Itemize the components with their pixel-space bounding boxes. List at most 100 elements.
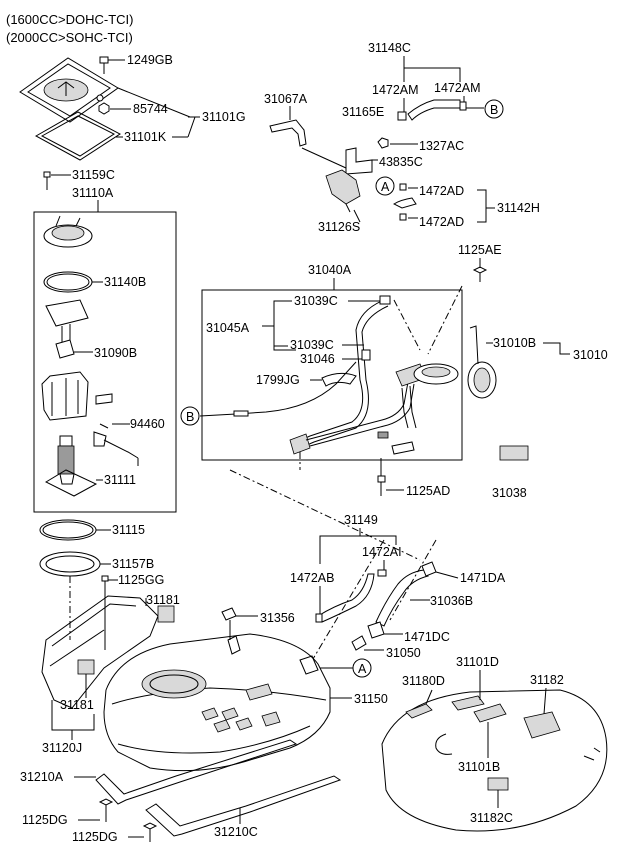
label-1472AM-a: 1472AM <box>372 83 419 97</box>
callout-B-top <box>484 99 504 119</box>
label-1125GG: 1125GG <box>118 573 164 587</box>
bolt-1125DG-a-part <box>98 798 114 822</box>
label-1125AD: 1125AD <box>406 484 450 498</box>
bolt-1125DG-b-part <box>142 822 158 842</box>
bolt-31159C-part <box>43 171 51 190</box>
label-1125AE: 1125AE <box>458 243 502 257</box>
part-31038 <box>499 445 529 461</box>
clip-31356-part <box>221 607 237 640</box>
cover-plate-part <box>19 57 119 123</box>
label-1799JG: 1799JG <box>256 373 300 387</box>
reservoir-part <box>41 371 89 421</box>
label-31067A: 31067A <box>264 92 308 106</box>
label-31182: 31182 <box>530 673 564 687</box>
callout-B-mid <box>180 406 200 426</box>
tank-31150-part <box>103 633 331 772</box>
label-31180D: 31180D <box>402 674 445 688</box>
label-1472AB: 1472AB <box>290 571 334 585</box>
label-1472AM-b: 1472AM <box>434 81 481 95</box>
filter-part <box>45 299 89 342</box>
hose-31036B-part <box>375 569 429 627</box>
label-31038: 31038 <box>492 486 527 500</box>
label-94460: 94460 <box>130 417 165 431</box>
nut-85744-part <box>98 102 110 115</box>
label-31159C: 31159C <box>72 168 115 182</box>
label-31120J: 31120J <box>42 741 82 755</box>
label-31210C: 31210C <box>214 825 258 839</box>
label-31090B: 31090B <box>94 346 137 360</box>
sender-94460-part <box>93 393 139 466</box>
heat-shield-31120J-part <box>41 595 175 709</box>
label-31356: 31356 <box>260 611 295 625</box>
label-31110A: 31110A <box>72 186 114 200</box>
oring-31140B-part <box>43 271 93 293</box>
label-31126S: 31126S <box>318 220 360 234</box>
regulator-31090B-part <box>55 339 75 359</box>
label-31045A: 31045A <box>206 321 250 335</box>
label-31101K: 31101K <box>124 130 167 144</box>
label-1327AC: 1327AC <box>419 139 464 153</box>
header-line-2: (2000CC>SOHC-TCI) <box>6 30 133 45</box>
label-31210A: 31210A <box>20 770 64 784</box>
vent-line-part <box>199 361 357 417</box>
label-31101D: 31101D <box>456 655 499 669</box>
label-1472AD-b: 1472AD <box>419 215 464 229</box>
connector-31050-part <box>351 635 367 651</box>
label-31165E: 31165E <box>342 105 384 119</box>
vent-pipe-31067A-part <box>269 119 347 169</box>
clip-1327AC-part <box>377 137 389 149</box>
bracket-43835C-part <box>345 147 373 175</box>
label-1471DC: 1471DC <box>404 630 450 644</box>
header-line-1: (1600CC>DOHC-TCI) <box>6 12 134 27</box>
strap-31210C-part <box>145 775 342 837</box>
callout-B-mid-label: B <box>186 410 194 424</box>
label-43835C: 43835C <box>379 155 423 169</box>
label-1125DG-b: 1125DG <box>72 830 118 844</box>
pump-31111-part <box>44 435 98 497</box>
hose-31148C-part <box>397 99 467 121</box>
label-31039C-b: 31039C <box>290 338 334 352</box>
label-31149: 31149 <box>344 513 378 527</box>
strap-31210A-part <box>95 739 298 805</box>
label-31046: 31046 <box>300 352 335 366</box>
callout-A-low-label: A <box>358 662 367 676</box>
label-31142H: 31142H <box>497 201 540 215</box>
gasket-31101K-part <box>34 111 121 161</box>
label-31115: 31115 <box>112 523 145 537</box>
flange-part <box>43 215 93 248</box>
label-31140B: 31140B <box>104 275 146 289</box>
label-31150: 31150 <box>354 692 388 706</box>
connector-1472AD-part <box>393 183 417 221</box>
label-85744: 85744 <box>133 102 168 116</box>
label-31101G: 31101G <box>202 110 246 124</box>
label-31181-b: 31181 <box>60 698 94 712</box>
ring-31157B-part <box>39 551 101 577</box>
bolt-1125GG-part <box>101 575 109 650</box>
label-31010: 31010 <box>573 348 608 362</box>
label-31111: 31111 <box>104 473 136 487</box>
filler-neck-box <box>201 289 463 461</box>
bolt-1125AD-part <box>377 475 386 496</box>
canister-valve-31126S-part <box>325 169 361 213</box>
callout-A-top <box>375 176 395 196</box>
clamp-1799JG-part <box>321 372 357 387</box>
bolt-1249GB-part <box>99 56 109 74</box>
label-1125DG-a: 1125DG <box>22 813 68 827</box>
label-31036B: 31036B <box>430 594 473 608</box>
label-1472AI: 1472AI <box>362 545 402 559</box>
hose-31149-part <box>315 569 387 623</box>
label-31157B: 31157B <box>112 557 154 571</box>
label-31101B: 31101B <box>458 760 500 774</box>
label-31148C: 31148C <box>368 41 411 55</box>
cap-31010B-part <box>467 325 497 399</box>
callout-B-top-label: B <box>490 103 498 117</box>
label-1249GB: 1249GB <box>127 53 173 67</box>
label-31040A: 31040A <box>308 263 352 277</box>
label-31182C: 31182C <box>470 811 513 825</box>
bolt-1125AE-part <box>472 266 488 282</box>
filler-pipe-31040A-part <box>289 295 459 455</box>
callout-A-top-label: A <box>381 180 390 194</box>
label-31039C-a: 31039C <box>294 294 338 308</box>
